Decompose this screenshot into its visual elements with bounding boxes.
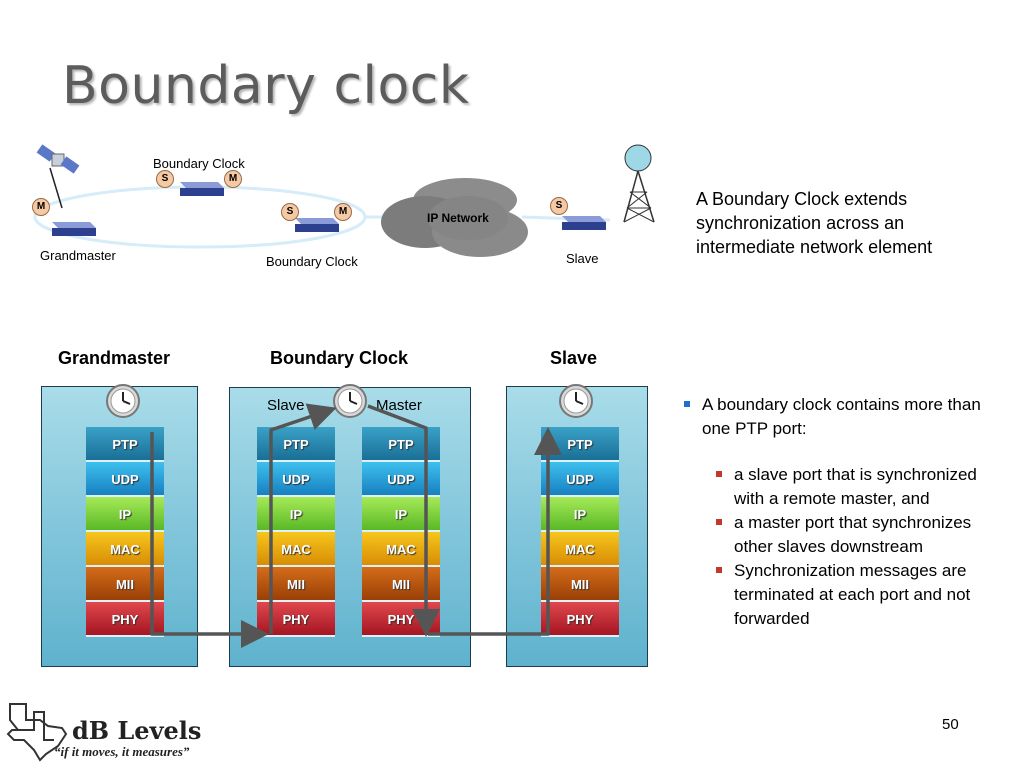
port-tag-m: M: [334, 203, 352, 221]
master-port-label: Master: [376, 397, 422, 414]
clock-icon: [106, 384, 140, 418]
network-topology-diagram: [33, 144, 655, 257]
port-tag-m: M: [32, 198, 50, 216]
sub-bullet: a slave port that is synchronized with a…: [682, 463, 1002, 511]
slave-port-label: Slave: [267, 397, 305, 414]
texas-logo-icon: [6, 703, 68, 762]
ip-network-label: IP Network: [427, 211, 489, 225]
mii-layer: MII: [541, 567, 619, 602]
port-tag-m: M: [224, 170, 242, 188]
bullet-main: A boundary clock contains more than one …: [682, 393, 1002, 441]
port-tag-s: S: [550, 197, 568, 215]
logo-name: dB Levels: [72, 716, 202, 745]
page-number: 50: [942, 716, 959, 733]
logo-tagline: “if it moves, it measures”: [54, 744, 190, 759]
phy-layer: PHY: [541, 602, 619, 637]
port-tag-s: S: [156, 170, 174, 188]
boundary-clock-description: A Boundary Clock extends synchronization…: [696, 189, 933, 257]
boundary-clock-mid-label: Boundary Clock: [266, 254, 358, 269]
boundary-slave-up-arrow: [269, 403, 337, 634]
clock-icon: [333, 384, 367, 418]
udp-layer: UDP: [541, 462, 619, 497]
satellite-icon: [36, 144, 80, 209]
slave-stack-title: Slave: [550, 348, 598, 368]
cell-tower-icon: [623, 144, 655, 223]
boundary-clock-top-device-icon: [180, 182, 224, 196]
grandmaster-stack-title: Grandmaster: [58, 348, 171, 368]
port-tag-s: S: [281, 203, 299, 221]
boundary-master-down-arrow: [367, 404, 440, 637]
boundary-clock-stack-title: Boundary Clock: [270, 348, 409, 368]
sub-bullet: a master port that synchronizes other sl…: [682, 511, 1002, 559]
grandmaster-label: Grandmaster: [40, 248, 116, 263]
slave-protocol-stack: PTP UDP IP MAC MII PHY: [541, 427, 619, 637]
slave-label: Slave: [566, 251, 599, 266]
ip-layer: IP: [541, 497, 619, 532]
grandmaster-device-icon: [52, 222, 96, 236]
ip-network-cloud-icon: [381, 178, 528, 257]
boundary-to-slave-arrow: [428, 427, 562, 636]
slide-title: Boundary clock: [62, 56, 470, 116]
clock-icon: [559, 384, 593, 418]
boundary-clock-top-label: Boundary Clock: [153, 156, 245, 171]
mac-layer: MAC: [541, 532, 619, 567]
slave-device-icon: [562, 216, 606, 230]
sub-bullet: Synchronization messages are terminated …: [682, 559, 1002, 631]
grandmaster-to-boundary-arrow: [150, 432, 269, 648]
bullet-list: A boundary clock contains more than one …: [682, 393, 1002, 631]
boundary-clock-mid-device-icon: [295, 218, 339, 232]
